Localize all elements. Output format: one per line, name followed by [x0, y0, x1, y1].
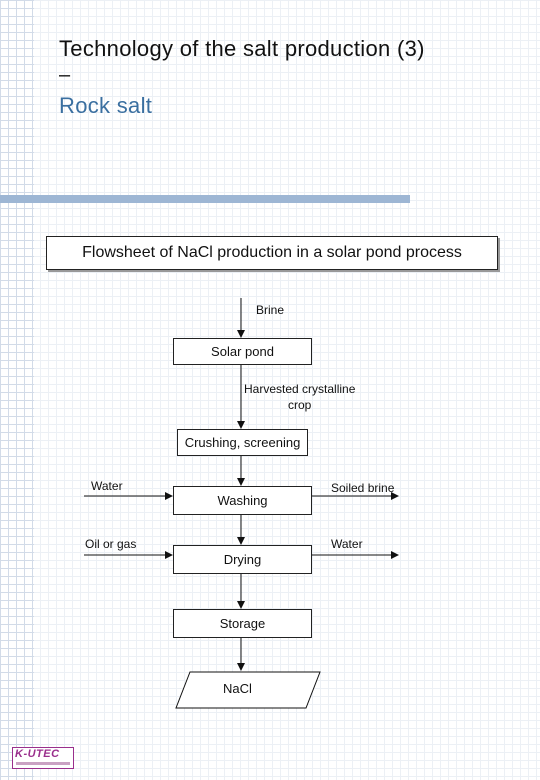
- box-crushing-screening: Crushing, screening: [177, 429, 308, 456]
- slide-title-line1: Technology of the salt production (3): [59, 36, 425, 61]
- label-soiled-brine: Soiled brine: [331, 481, 395, 495]
- label-water-out: Water: [331, 537, 363, 551]
- box-drying: Drying: [173, 545, 312, 574]
- slide-title-line2: Rock salt: [59, 93, 153, 118]
- label-brine: Brine: [256, 303, 285, 317]
- label-harvested-line1: Harvested crystalline: [244, 382, 356, 396]
- box-storage: Storage: [173, 609, 312, 638]
- left-decor-band: [0, 0, 34, 780]
- slide-title-dash: –: [59, 64, 71, 86]
- box-washing: Washing: [173, 486, 312, 515]
- title-underline-bar: [0, 195, 410, 203]
- label-oil-or-gas: Oil or gas: [85, 537, 137, 551]
- product-parallelogram: [175, 671, 321, 709]
- logo-wordmark: K-UTEC: [15, 748, 60, 760]
- logo-subline: [16, 762, 70, 765]
- flowsheet-caption: Flowsheet of NaCl production in a solar …: [46, 236, 498, 270]
- k-utec-logo: K-UTEC: [12, 747, 74, 769]
- box-solar-pond: Solar pond: [173, 338, 312, 365]
- label-water-in: Water: [91, 479, 123, 493]
- label-nacl-product: NaCl: [223, 681, 252, 696]
- label-harvested-line2: crop: [288, 398, 312, 412]
